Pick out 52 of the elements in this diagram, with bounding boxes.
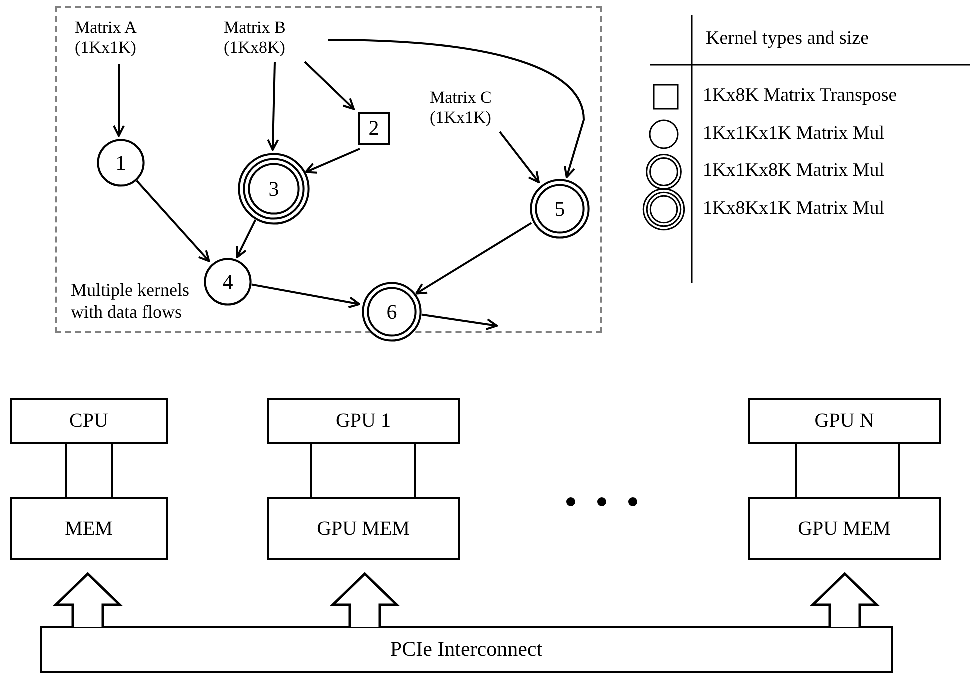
node-label: GPU 1 [336, 411, 391, 431]
connector-line [414, 444, 416, 497]
hardware-box [10, 398, 168, 444]
hardware-box [748, 497, 941, 560]
node-label: GPU N [814, 411, 874, 431]
matrix-input-label: Matrix C (1Kx1K) [430, 88, 502, 128]
node-label: CPU [70, 411, 108, 431]
legend-label: 1Kx1Kx1K Matrix Mul [703, 122, 885, 144]
arrow [415, 222, 532, 295]
legend-label: 1Kx8K Matrix Transpose [703, 85, 898, 107]
node-label: PCIe Interconnect [390, 639, 543, 660]
node-label: 1 [116, 152, 126, 174]
arrow [236, 220, 256, 259]
node-label: 5 [554, 198, 566, 220]
node-label: 4 [222, 272, 234, 292]
arrow [134, 178, 210, 262]
hardware-box [267, 398, 460, 444]
connector-line [898, 444, 900, 497]
legend-label: 1Kx1Kx8K Matrix Mul [703, 160, 885, 182]
arrow [304, 61, 355, 110]
matrix-input-label: Matrix A (1Kx1K) [75, 18, 147, 58]
block-arrow [52, 572, 124, 629]
group-caption: Multiple kernels with data flows [71, 280, 190, 324]
legend-heading: Kernel types and size [706, 28, 870, 50]
hardware-box [267, 497, 460, 560]
kernel-circle [204, 258, 252, 306]
node-label: 6 [386, 302, 398, 322]
connector-line [65, 444, 67, 497]
kernel-circle [97, 139, 145, 187]
arrow [499, 131, 540, 184]
arrow [113, 64, 125, 137]
hardware-box [10, 497, 168, 560]
kernel-square [358, 112, 390, 145]
connector-line [795, 444, 797, 497]
block-arrow [810, 572, 880, 629]
interconnect-bus [40, 626, 893, 673]
node-label: GPU MEM [317, 518, 410, 538]
node-label: MEM [65, 518, 113, 538]
arrow [328, 39, 585, 178]
matrix-input-label: Matrix B (1Kx8K) [224, 18, 296, 58]
legend-label: 1Kx8Kx1K Matrix Mul [703, 198, 885, 220]
arrow [250, 284, 360, 309]
hardware-box [748, 398, 941, 444]
node-label: GPU MEM [798, 518, 891, 538]
arrow [420, 314, 498, 330]
connector-line [111, 444, 113, 497]
connector-line [310, 444, 312, 497]
node-label: 2 [368, 118, 380, 139]
node-label: 3 [268, 178, 280, 200]
arrow [305, 148, 360, 174]
block-arrow [330, 572, 400, 629]
arrow [267, 62, 280, 151]
